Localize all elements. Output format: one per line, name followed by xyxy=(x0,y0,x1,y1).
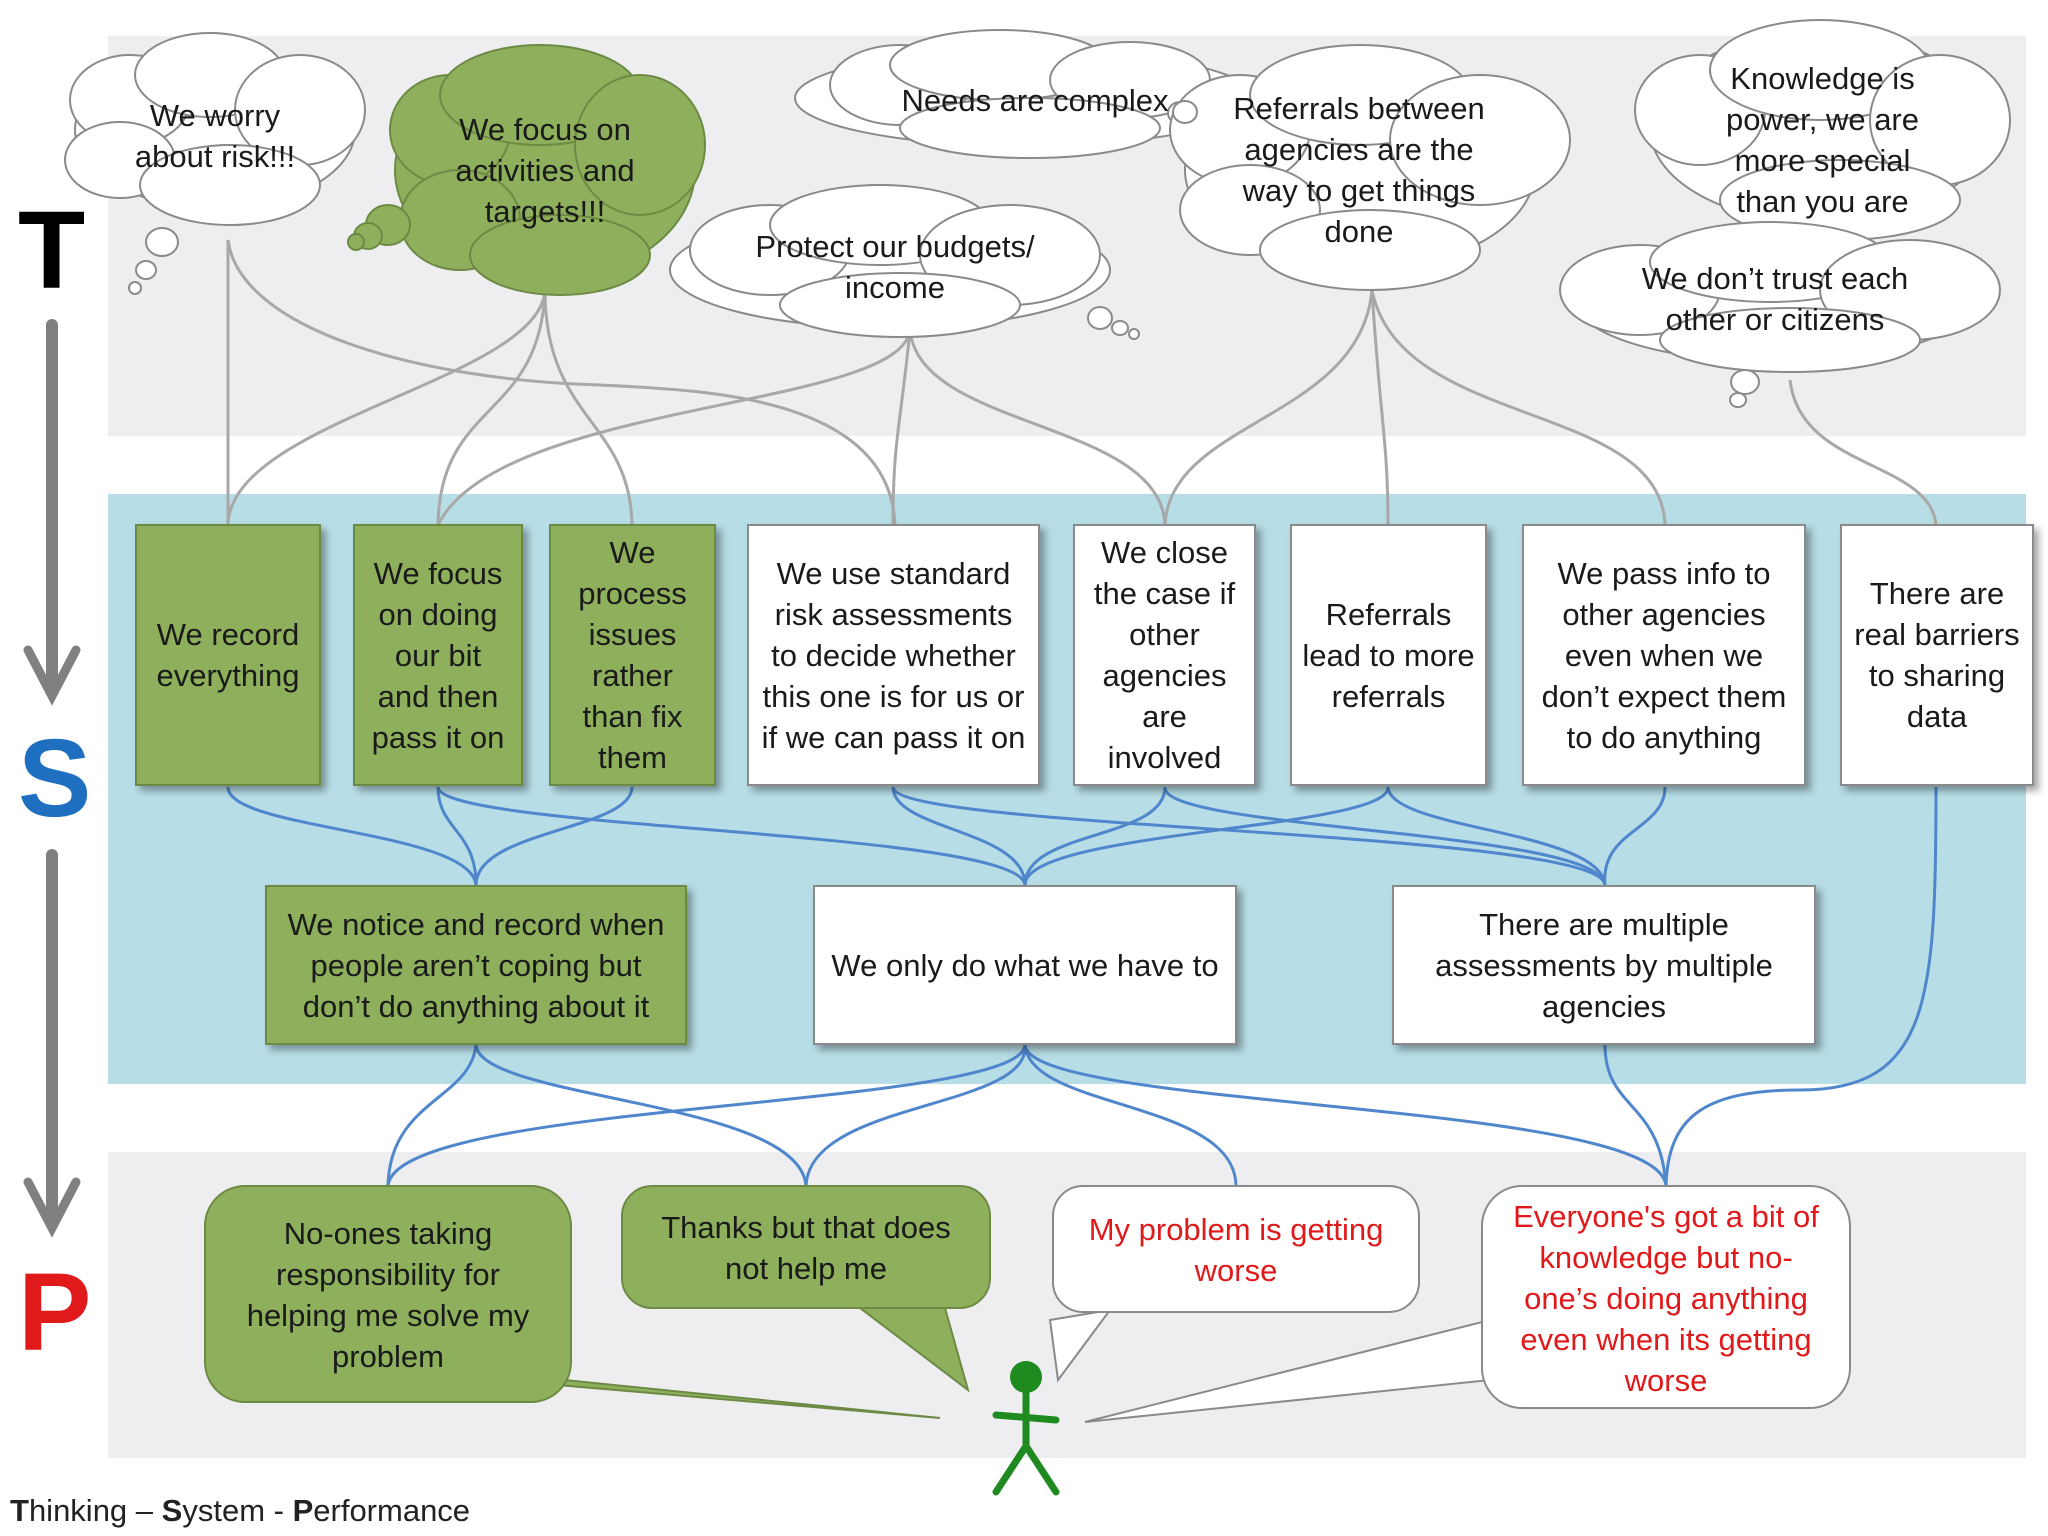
speech-no-ones-taking-responsibility: No-ones taking responsibility for helpin… xyxy=(246,1216,530,1374)
thought-referrals-between: Referrals between agencies are the way t… xyxy=(1233,91,1485,249)
thought-activities-targets: We focus on activities and targets!!! xyxy=(455,111,635,229)
footer-p-rest: erformance xyxy=(313,1493,471,1528)
system-referrals-lead: Referrals lead to more referrals xyxy=(1290,524,1487,786)
cloud-shapes xyxy=(64,19,2011,408)
system-letter: S xyxy=(18,717,92,840)
system-connectors xyxy=(226,786,1938,1187)
system-barriers-sharing: There are real barriers to sharing data xyxy=(1840,524,2034,786)
cloud-worry xyxy=(64,32,366,295)
speech-does-not-help: Thanks but that does not help me xyxy=(661,1210,951,1286)
system-focus-our-bit: We focus on doing our bit and then pass … xyxy=(353,524,523,786)
system-standard-risk-assessments: We use standard risk assessments to deci… xyxy=(747,524,1040,786)
footer-t-rest: hinking – xyxy=(28,1493,162,1528)
footer-s-rest: ystem - xyxy=(182,1493,293,1528)
thought-needs-complex: Needs are complex xyxy=(901,82,1169,118)
cloud-referrals xyxy=(1169,44,1571,291)
footer-s: S xyxy=(161,1493,183,1528)
cloud-trust xyxy=(1559,221,2001,408)
speech-problem-getting-worse: My problem is getting worse xyxy=(1088,1212,1384,1288)
thinking-connectors xyxy=(226,239,1938,526)
person-icon xyxy=(992,1361,1060,1496)
footer-caption: Thinking – System - Performance xyxy=(10,1493,470,1529)
speech-everyone-bit-of-knowledge: Everyone's got a bit of knowledge but no… xyxy=(1513,1198,1819,1398)
footer-t: T xyxy=(10,1493,29,1528)
thought-protect-budgets: Protect our budgets/ income xyxy=(755,229,1035,305)
system-record-everything: We record everything xyxy=(135,524,321,786)
cloud-needs xyxy=(794,29,1256,159)
system-process-issues: We process issues rather than fix them xyxy=(549,524,716,786)
cloud-targets xyxy=(347,44,706,296)
system-only-what-we-have-to: We only do what we have to xyxy=(813,885,1237,1045)
cloud-knowledge xyxy=(1634,19,2011,241)
cloud-budgets xyxy=(669,184,1140,340)
thought-worry-risk: We worry about risk!!! xyxy=(134,98,296,174)
thought-dont-trust: We don’t trust each other or citizens xyxy=(1641,261,1909,337)
system-close-case: We close the case if other agencies are … xyxy=(1073,524,1256,786)
performance-letter: P xyxy=(18,1251,92,1374)
speech-bodies xyxy=(204,1185,1851,1409)
thinking-letter: T xyxy=(18,189,86,312)
footer-p: P xyxy=(292,1493,314,1528)
axis-arrows xyxy=(23,319,81,1238)
system-pass-info: We pass info to other agencies even when… xyxy=(1522,524,1806,786)
system-multiple-assessments: There are multiple assessments by multip… xyxy=(1392,885,1816,1045)
system-notice-record: We notice and record when people aren’t … xyxy=(265,885,687,1045)
thought-knowledge-power: Knowledge is power, we are more special … xyxy=(1726,61,1919,219)
